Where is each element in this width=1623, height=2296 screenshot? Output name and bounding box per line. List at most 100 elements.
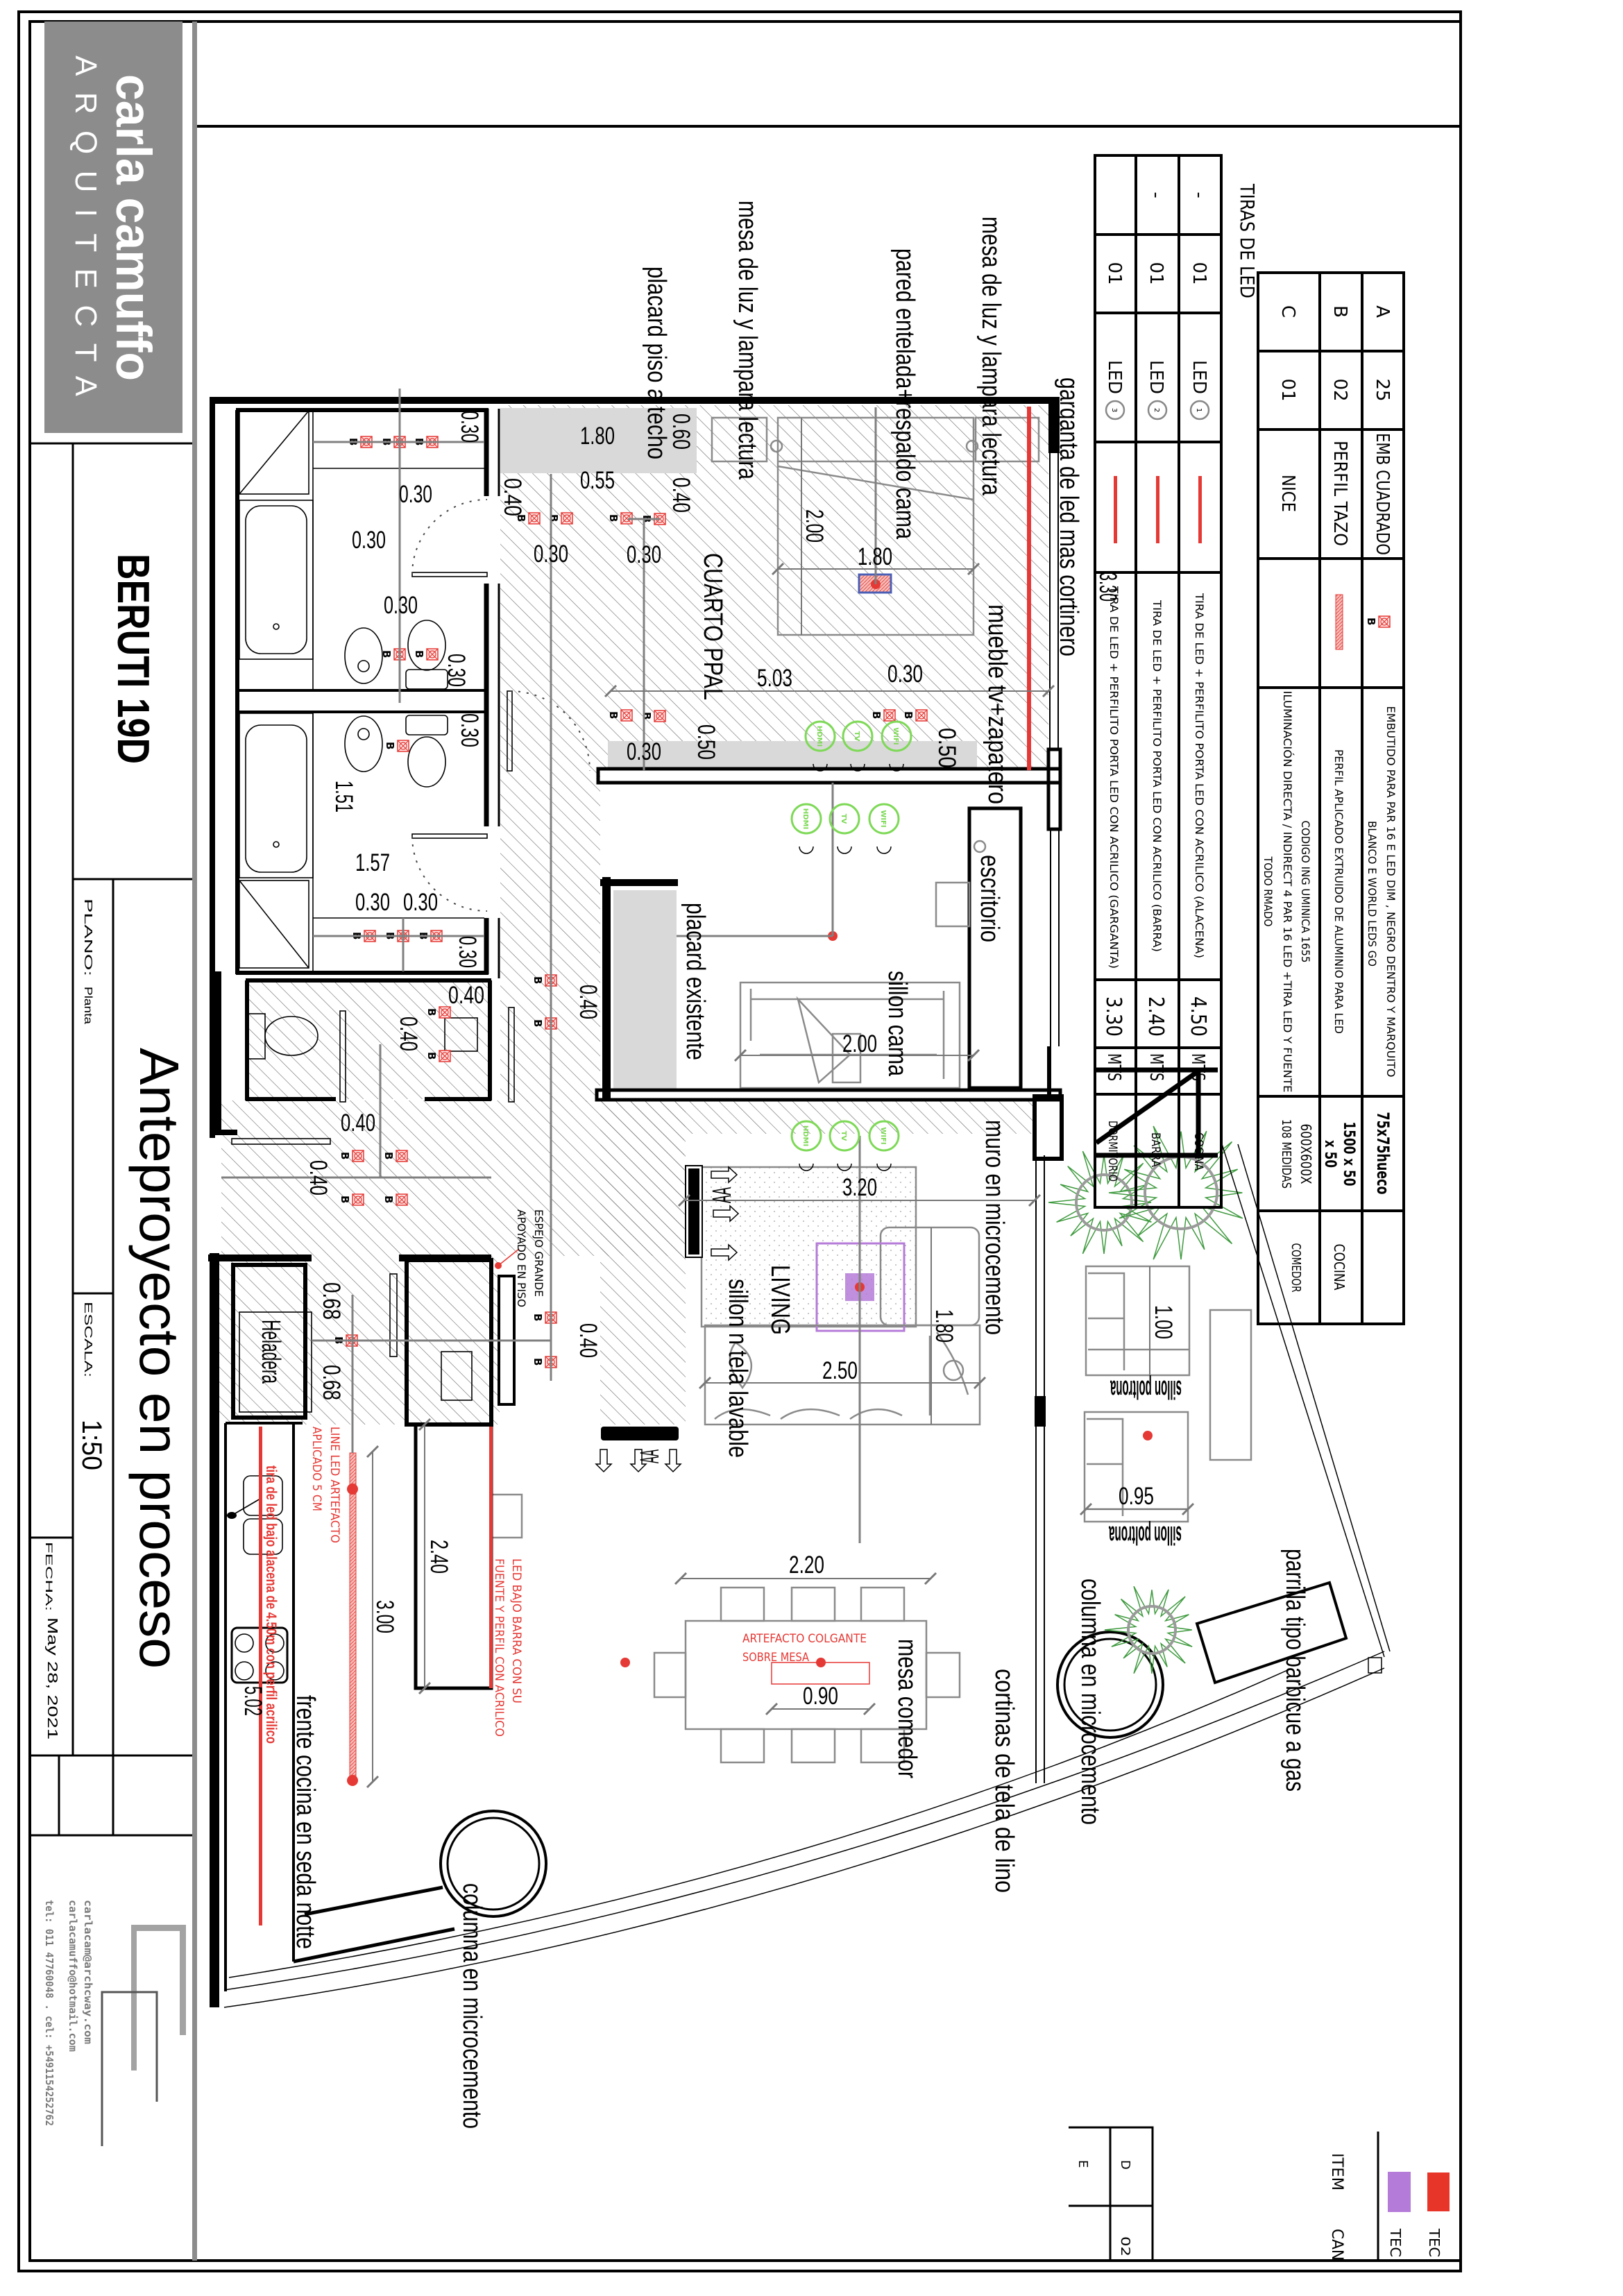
led-type: LED xyxy=(1104,360,1125,394)
recessed-light-marker: B xyxy=(870,709,896,722)
plan-labels: garganta de led mas cortinero mesa de lu… xyxy=(256,201,1309,2129)
sink-right xyxy=(243,1518,283,1555)
dimension-text: 0.40 xyxy=(395,1017,422,1051)
outlet-label: HDMI xyxy=(801,808,809,829)
toilet-powder-room xyxy=(264,1016,318,1056)
lamp-circle-icon xyxy=(656,712,664,720)
cross-icon xyxy=(439,1006,451,1019)
plant-icon xyxy=(1104,1585,1193,1674)
socket-icon xyxy=(799,846,814,854)
dimension-text: 0.40 xyxy=(341,1109,375,1137)
socket-icon xyxy=(799,1163,814,1171)
dimension-text: 0.68 xyxy=(318,1365,345,1400)
closet-fills xyxy=(500,408,977,1090)
luminaire-code: C xyxy=(1277,305,1298,318)
dimension-text: 0.30 xyxy=(887,661,923,688)
nightstand-left xyxy=(711,416,768,463)
faucet-icon xyxy=(231,1498,261,1516)
luminaire-name: NICE xyxy=(1277,475,1298,512)
luminaire-name: PERFIL TAZO xyxy=(1329,441,1350,546)
title-block: carla camuffo ARQUITECTA BERUTI 19D PLAN… xyxy=(30,22,192,2146)
note-artefacto-1: ARTEFACTO COLGANTE xyxy=(742,1632,867,1646)
note-espejo-1: ESPEJO GRANDE xyxy=(532,1209,545,1297)
dimension-text: 0.30 xyxy=(352,527,386,554)
luminaire-size: 1500 x 50 xyxy=(1340,1122,1357,1187)
luminaire-name: EMB CUADRADO xyxy=(1372,433,1393,555)
label-parrilla: parrilla tipo barbicue a gas xyxy=(1280,1549,1309,1792)
socket-icon xyxy=(876,1163,892,1171)
wall-kitchen-exterior xyxy=(210,1253,219,2007)
plant-pot xyxy=(1075,1173,1133,1232)
dimension-text: 0.55 xyxy=(580,467,615,494)
dimension-text: 0.90 xyxy=(803,1683,838,1710)
cross-icon xyxy=(915,709,928,722)
led-description: TIRA DE LED + PERFILITO PORTA LED CON AC… xyxy=(1107,586,1121,969)
outlet-label: TV xyxy=(840,814,847,824)
light-type-label: B xyxy=(413,650,425,658)
escala-value: 1:50 xyxy=(76,1420,107,1470)
outlet-tv-badge: TV xyxy=(842,720,874,752)
terrace-furniture xyxy=(439,1125,1348,1918)
title-block-separator xyxy=(192,22,197,2261)
lamp-circle-icon xyxy=(441,1008,449,1017)
luminaire-description: TODO RMADO xyxy=(1261,856,1275,927)
socket-icon xyxy=(837,1163,852,1171)
outlet-tv-badge: TV xyxy=(829,1120,860,1152)
luminaire-row-a: A 25 EMB CUADRADO B EMBUTIDO PARA PAR 16… xyxy=(1365,305,1397,1194)
dimension-text: 3.00 xyxy=(371,1600,398,1633)
room-name-living: LIVING xyxy=(765,1265,794,1335)
outlet-label: WIFI xyxy=(892,727,899,745)
recessed-light-marker: B xyxy=(384,740,409,752)
label-heladera: Heladera xyxy=(256,1320,285,1384)
escala-label: ESCALA: xyxy=(82,1302,94,1377)
person-figure xyxy=(935,1332,969,1395)
outlet-wifi-badge: WIFI xyxy=(881,720,912,752)
label-ac-unit: AA xyxy=(708,1187,737,1203)
led-profile-icon xyxy=(1335,594,1343,650)
outlet-label: HDMI xyxy=(801,1125,809,1146)
dimension-text: 1.80 xyxy=(858,543,892,570)
firm-logo: carla camuffo ARQUITECTA xyxy=(44,22,182,433)
outlet-circle-icon xyxy=(829,803,860,835)
dimension-text: 2.00 xyxy=(801,509,828,543)
led-strips-table: TIRAS DE LED - 01 LED 1 TIRA DE LED + PE… xyxy=(1094,154,1259,1209)
luminaire-qty: 01 xyxy=(1277,378,1298,401)
dimension-text: 0.30 xyxy=(355,889,390,916)
cross-icon xyxy=(561,512,573,525)
dimension-text: 0.50 xyxy=(692,724,720,760)
led-mark: - xyxy=(1146,192,1166,198)
luminaire-row-c: C 01 NICE CODIGO ING UMINICA 1655 ILUMIN… xyxy=(1261,305,1314,1293)
outlet-circle-icon xyxy=(868,803,900,835)
led-strip-alacena xyxy=(259,1427,262,1925)
bidet-2 xyxy=(344,715,383,772)
recessed-light-marker: B xyxy=(382,1193,408,1206)
airflow-arrows xyxy=(595,1166,740,1473)
terrace-boundary xyxy=(223,1143,1391,2008)
room-name-bedroom: CUARTO PPAL xyxy=(698,553,727,700)
luminaire-description: EMBUTIDO PARA PAR 16 E LED DIM , NEGRO D… xyxy=(1384,706,1397,1078)
dimension-text: 3.20 xyxy=(842,1174,877,1201)
dimension-text: 0.30 xyxy=(399,481,432,508)
note-led-barra-1: LED BAJO BARRA CON SU xyxy=(509,1558,523,1703)
reading-lamp-icon xyxy=(965,439,979,453)
note-line-led-2: APLICADO 5 CM xyxy=(309,1427,323,1511)
dimension-text: 3.30 xyxy=(1094,572,1121,602)
light-type-label: B xyxy=(607,711,620,719)
dimension-text: 0.30 xyxy=(403,889,438,916)
outlet-label: WIFI xyxy=(879,1127,887,1144)
recessed-light-marker: B xyxy=(547,512,573,525)
inner-border xyxy=(28,20,1461,2262)
luminaire-qty: 25 xyxy=(1372,378,1393,401)
windows xyxy=(1035,453,1060,1783)
socket-icon xyxy=(889,763,904,772)
title-block-grid xyxy=(30,442,192,1837)
led-location: DORMITORIO xyxy=(1105,1121,1119,1182)
led-row-garganta: 01 LED 3 TIRA DE LED + PERFILITO PORTA L… xyxy=(1101,262,1125,1182)
led-row-alacena: - 01 LED 1 TIRA DE LED + PERFILITO PORTA… xyxy=(1186,192,1210,1171)
dimension-text: 2.00 xyxy=(842,1030,877,1057)
dimension-text: 0.40 xyxy=(575,985,602,1019)
outlet-label: WIFI xyxy=(879,810,887,827)
label-mesa-comedor: mesa comedor xyxy=(892,1639,921,1778)
recessed-light-marker: B xyxy=(515,512,541,525)
